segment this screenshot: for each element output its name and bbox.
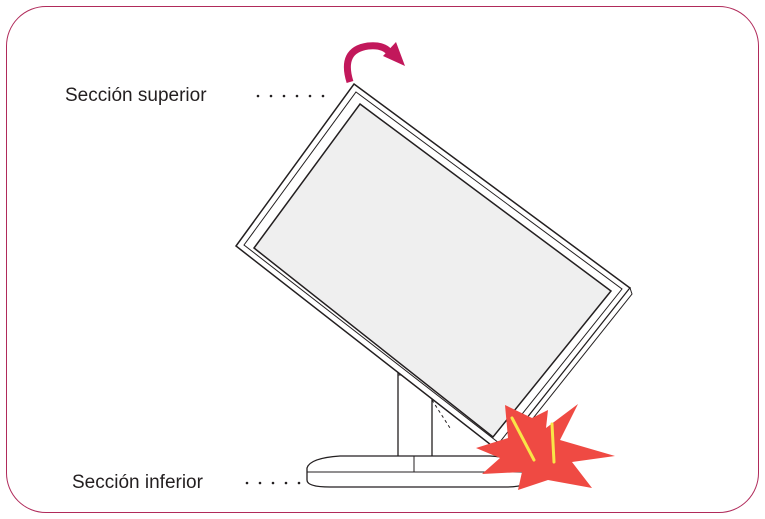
monitor-screen bbox=[252, 102, 613, 439]
leader-dots-top bbox=[256, 94, 325, 98]
leader-dots-bottom bbox=[245, 481, 301, 485]
illustration-frame bbox=[6, 6, 759, 513]
impact-burst-icon bbox=[476, 404, 615, 490]
monitor bbox=[234, 82, 633, 457]
top-section-label: Sección superior bbox=[65, 85, 207, 106]
bottom-section-label: Sección inferior bbox=[72, 472, 203, 493]
rotate-arrow-icon bbox=[343, 42, 405, 84]
